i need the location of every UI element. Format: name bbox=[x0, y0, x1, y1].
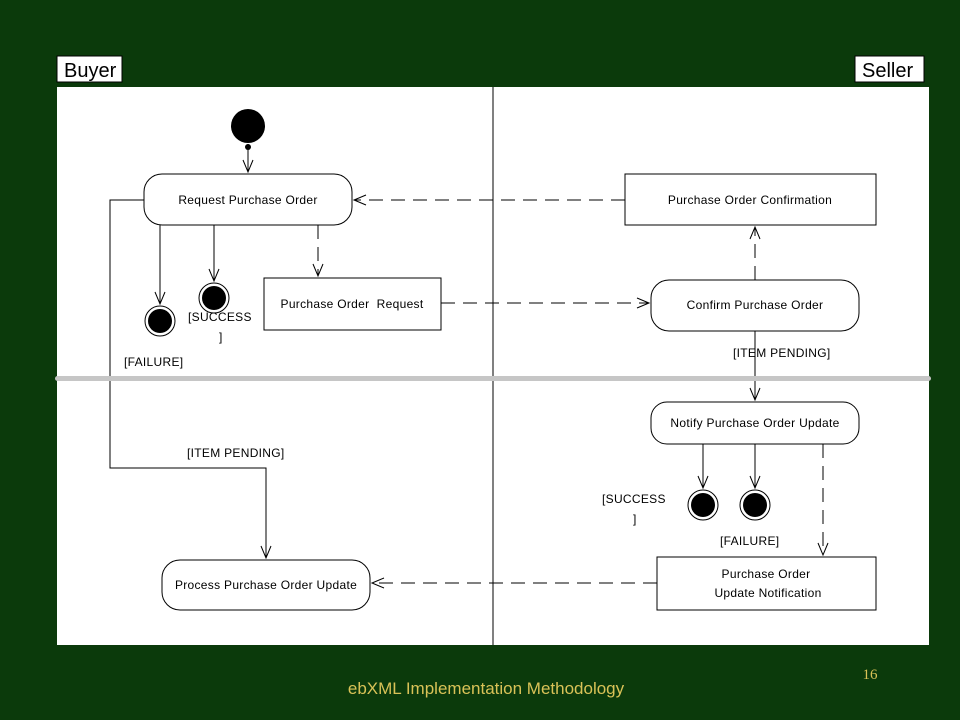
seller-lane-box bbox=[854, 55, 925, 83]
buyer-lane-header: Buyer bbox=[56, 55, 123, 83]
process-po-update-label: Process Purchase Order Update bbox=[175, 578, 357, 592]
po-update-notification-shape bbox=[656, 556, 877, 611]
buyer-item-pending-guard: [ITEM PENDING] bbox=[187, 446, 285, 460]
seller-lane-header: Seller bbox=[854, 55, 925, 83]
start-node-icon bbox=[231, 109, 265, 143]
notify-po-update-activity: Notify Purchase Order Update bbox=[650, 401, 860, 445]
buyer-success-guard-line2: ] bbox=[219, 330, 223, 344]
po-request-shape bbox=[263, 277, 442, 331]
po-update-notification-label-line2: Update Notification bbox=[714, 586, 821, 600]
notify-po-update-label: Notify Purchase Order Update bbox=[670, 416, 839, 430]
buyer-failure-final-node-icon bbox=[144, 305, 176, 337]
seller-success-guard-line2: ] bbox=[633, 512, 637, 526]
seller-failure-guard: [FAILURE] bbox=[720, 534, 779, 548]
process-po-update-activity: Process Purchase Order Update bbox=[161, 559, 371, 611]
confirm-po-label: Confirm Purchase Order bbox=[687, 298, 824, 312]
buyer-lane-box bbox=[56, 55, 123, 83]
footer-title: ebXML Implementation Methodology bbox=[348, 679, 625, 698]
buyer-failure-guard: [FAILURE] bbox=[124, 355, 183, 369]
po-confirmation-shape bbox=[624, 173, 877, 226]
seller-success-guard-line1: [SUCCESS bbox=[602, 492, 666, 506]
seller-item-pending-guard: [ITEM PENDING] bbox=[733, 346, 831, 360]
request-po-label: Request Purchase Order bbox=[178, 193, 317, 207]
seller-success-final-node-icon bbox=[687, 489, 719, 521]
process-po-update-shape bbox=[161, 559, 371, 611]
seller-lane-label: Seller bbox=[862, 60, 913, 82]
po-request-object: Purchase Order Request bbox=[263, 277, 442, 331]
buyer-lane-label: Buyer bbox=[64, 60, 117, 82]
po-update-notification-object: Purchase Order Update Notification bbox=[656, 556, 877, 611]
request-to-process-update-flow bbox=[109, 199, 272, 560]
buyer-success-final-node-icon bbox=[198, 282, 230, 314]
po-update-notification-label-line1: Purchase Order bbox=[722, 567, 811, 581]
po-request-label: Purchase Order Request bbox=[281, 297, 424, 311]
po-confirmation-object: Purchase Order Confirmation bbox=[624, 173, 877, 226]
request-po-activity: Request Purchase Order bbox=[143, 173, 353, 226]
po-confirmation-label: Purchase Order Confirmation bbox=[668, 193, 832, 207]
page-number: 16 bbox=[863, 667, 879, 683]
horizontal-divider-bar bbox=[55, 376, 931, 381]
confirm-po-activity: Confirm Purchase Order bbox=[650, 279, 860, 332]
buyer-success-guard-line1: [SUCCESS bbox=[188, 310, 252, 324]
seller-failure-final-node-icon bbox=[739, 489, 771, 521]
